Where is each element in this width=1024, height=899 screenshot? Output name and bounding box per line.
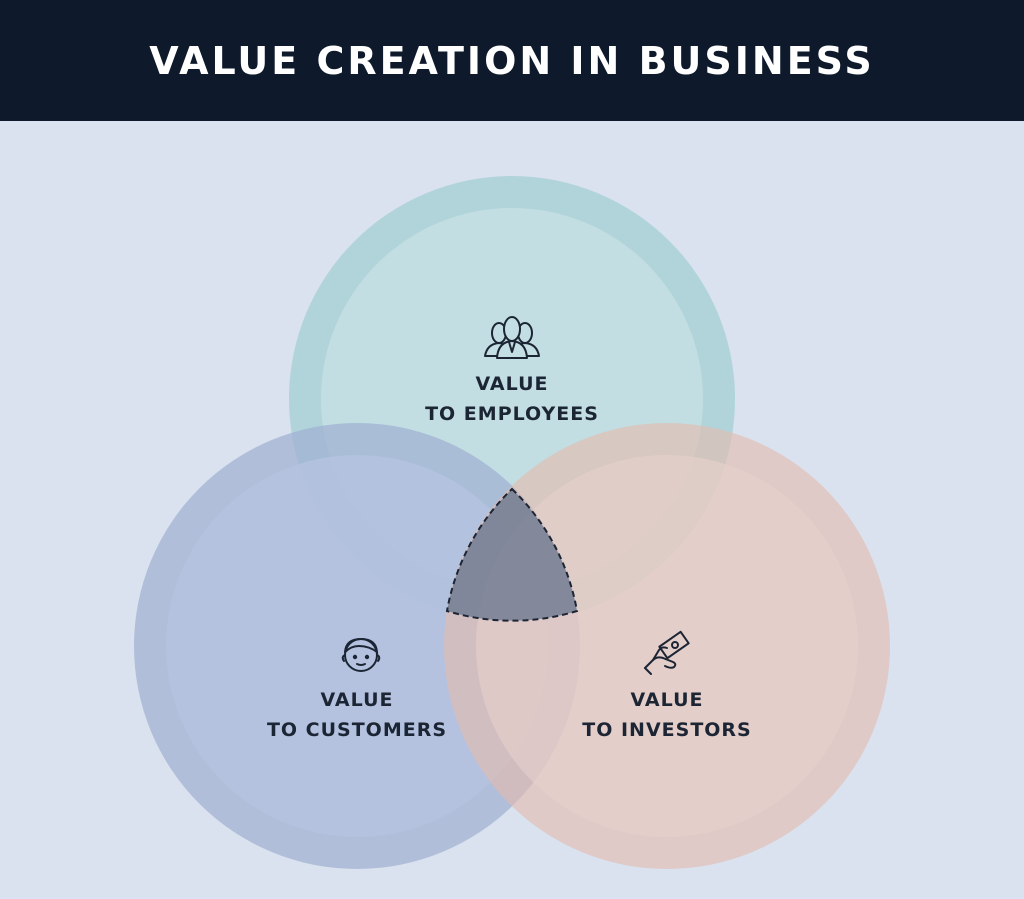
customers-label-line2: TO CUSTOMERS xyxy=(267,719,447,741)
employees-group-icon xyxy=(484,316,540,359)
employees-label-line1: VALUE xyxy=(476,373,549,395)
central-intersection xyxy=(445,487,579,622)
customers-label-line1: VALUE xyxy=(321,689,394,711)
money-handshake-icon xyxy=(644,630,690,675)
page-title: VALUE CREATION IN BUSINESS xyxy=(149,38,875,83)
header-bar: VALUE CREATION IN BUSINESS xyxy=(0,0,1024,121)
investors-label-line1: VALUE xyxy=(631,689,704,711)
customer-face-icon xyxy=(341,637,381,672)
circle-investors xyxy=(444,423,890,869)
employees-label-line2: TO EMPLOYEES xyxy=(425,403,599,425)
investors-label-line2: TO INVESTORS xyxy=(582,719,752,741)
